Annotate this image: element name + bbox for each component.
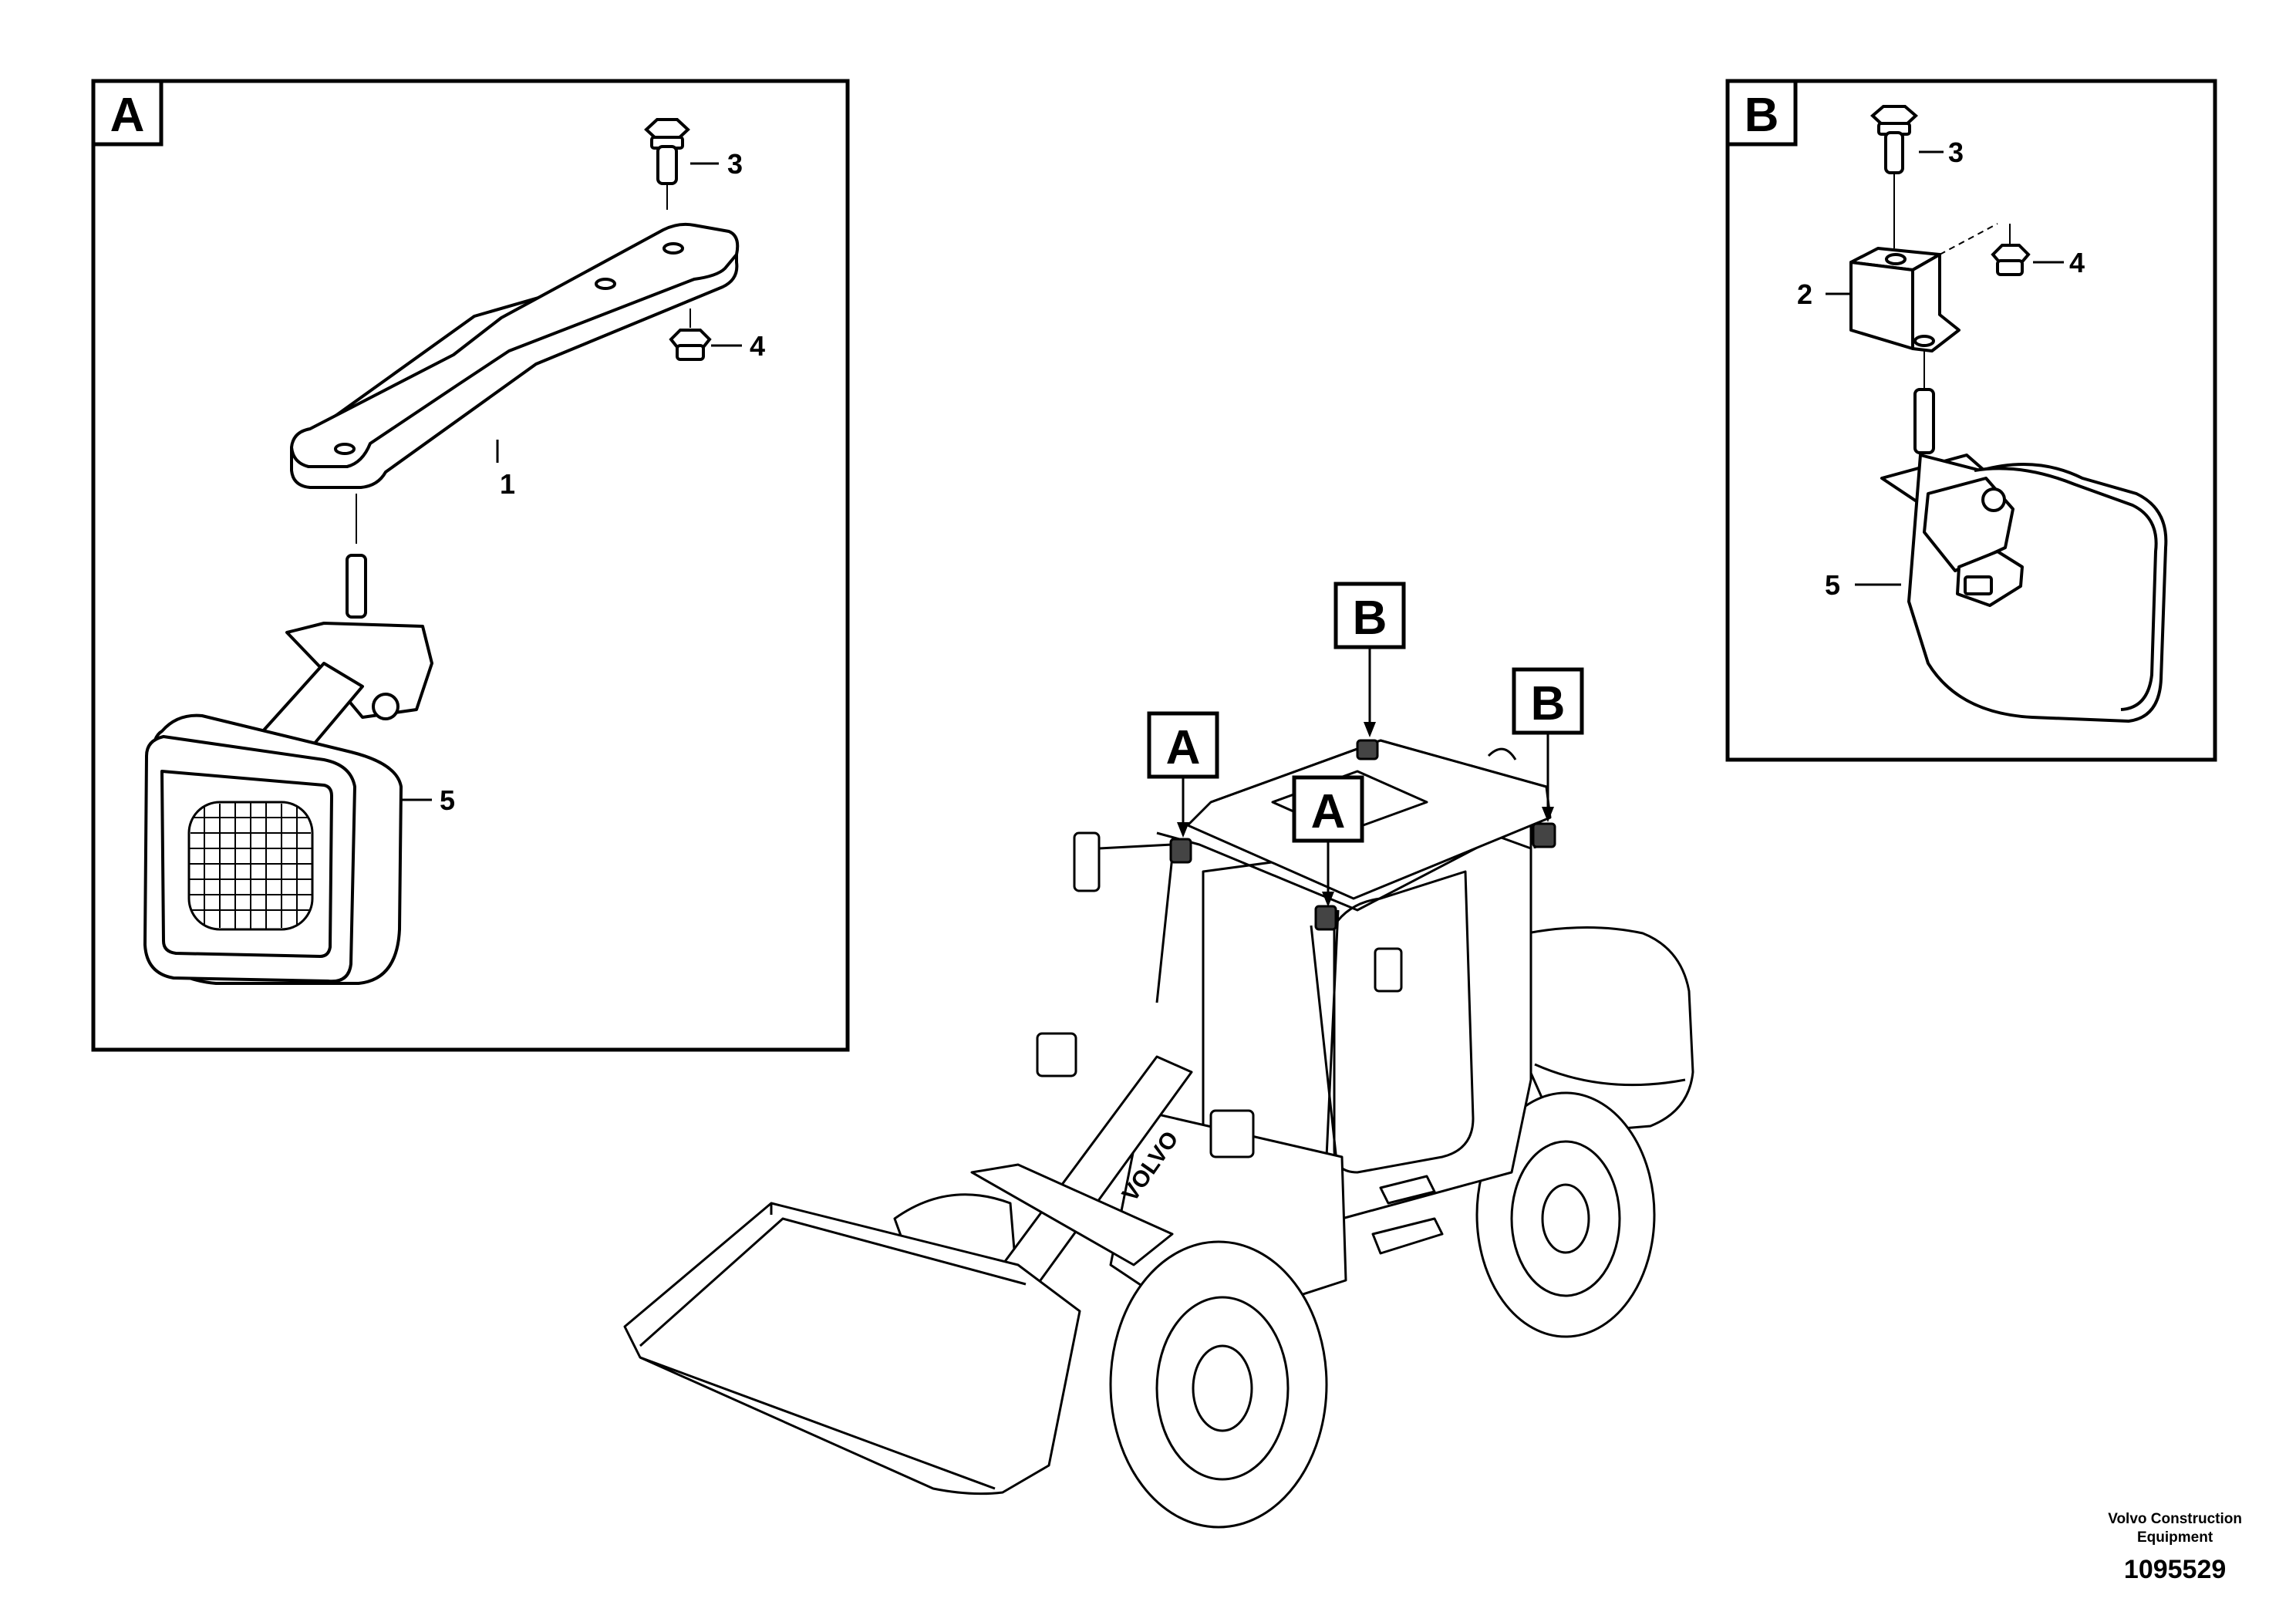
nut-icon [669,309,712,361]
svg-text:B: B [1531,677,1566,730]
lamp-lens-grid [187,801,314,931]
callout-a-left: A [1147,711,1219,838]
detail-a-letter: A [110,89,145,142]
work-lamp-icon [143,554,433,985]
part-label-3: 3 [1948,137,1964,168]
work-lamp-icon [1880,351,2168,723]
svg-text:A: A [1311,785,1346,838]
detail-b-panel: B 3 2 4 [1725,79,2217,762]
part-label-5: 5 [440,784,455,816]
part-label-1: 1 [500,468,515,500]
bolt-icon [1870,105,1919,248]
bucket [623,1202,1081,1496]
detail-b-letter: B [1745,89,1779,142]
callout-a-right: A [1292,775,1364,907]
lamp-mark-b2 [1532,822,1556,848]
angle-bracket-icon [1849,247,1961,352]
drawing-number: 1095529 [2123,1555,2227,1584]
svg-text:B: B [1353,592,1387,645]
lamp-mark-b1 [1356,739,1379,760]
detail-a-frame [91,79,850,1052]
nut-icon [1991,224,2031,276]
cab-lamp-marks [1169,739,1556,931]
company-name-line2: Equipment [2137,1529,2213,1546]
bolt-icon [644,118,690,210]
detail-a-panel: A 3 1 4 [91,79,850,1052]
lamp-mark-a2 [1314,905,1337,931]
detail-a-letter-box [91,79,164,147]
footer: Volvo Construction Equipment 1095529 [2108,1510,2242,1587]
part-label-3: 3 [727,148,743,180]
callout-b-top: B [1333,582,1406,737]
svg-text:A: A [1166,721,1201,774]
part-label-4: 4 [2069,247,2085,278]
detail-b-letter-box [1725,79,1798,147]
wheel-loader-illustration [623,739,1694,1529]
lamp-mark-a1 [1169,838,1192,864]
detail-b-frame [1725,79,2217,762]
machine-callouts: A A B B [1147,582,1584,907]
part-label-4: 4 [750,330,765,362]
arm-bracket-icon [290,222,740,489]
part-label-5: 5 [1825,569,1840,601]
company-name: Volvo Construction [2108,1511,2242,1527]
callout-b-right: B [1512,667,1584,822]
part-label-2: 2 [1797,278,1812,310]
